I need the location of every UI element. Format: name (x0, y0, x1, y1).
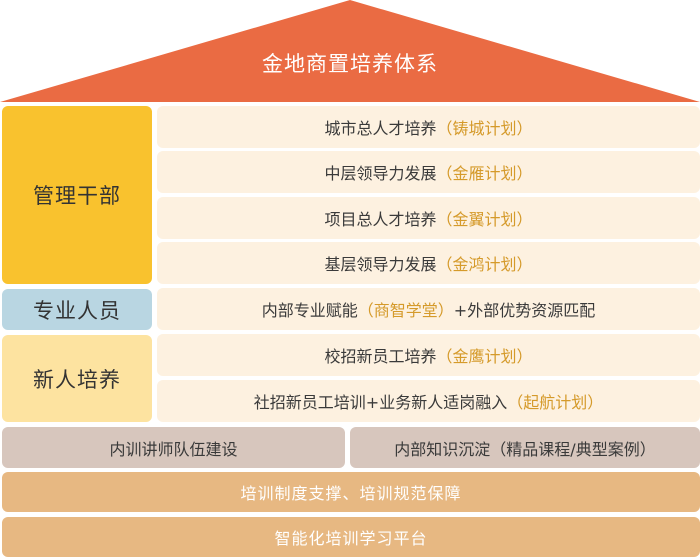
program-highlight: （金鸿计划） (436, 255, 533, 274)
foundation-system: 培训制度支撑、培训规范保障 (2, 472, 700, 512)
page-title: 金地商置培养体系 (262, 52, 438, 76)
foundation-platform: 智能化培训学习平台 (2, 517, 700, 557)
category-newcomer: 新人培养 (2, 335, 152, 422)
program-text: 城市总人才培养 (324, 119, 437, 138)
program-row: 内部专业赋能（商智学堂）+外部优势资源匹配 (157, 288, 700, 330)
program-text: 社招新员工培训+业务新人适岗融入 (253, 393, 508, 412)
program-row: 项目总人才培养（金翼计划） (157, 197, 700, 239)
program-row: 基层领导力发展（金鸿计划） (157, 242, 700, 284)
support-knowledge-base: 内部知识沉淀（精品课程/典型案例） (350, 427, 700, 468)
program-row: 中层领导力发展（金雁计划） (157, 151, 700, 193)
program-text: 中层领导力发展 (324, 164, 437, 183)
program-highlight: （金鹰计划） (436, 347, 533, 366)
program-highlight: （商智学堂） (357, 301, 454, 320)
program-highlight: （金翼计划） (436, 210, 533, 229)
program-row: 校招新员工培养（金鹰计划） (157, 334, 700, 376)
program-text: 项目总人才培养 (324, 210, 437, 229)
roof-shape (0, 0, 700, 102)
program-row: 城市总人才培养（铸城计划） (157, 106, 700, 148)
program-text: 内部专业赋能 (261, 301, 358, 320)
category-management: 管理干部 (2, 106, 152, 284)
roof (0, 0, 700, 102)
program-text: 基层领导力发展 (324, 255, 437, 274)
program-highlight: （起航计划） (507, 393, 604, 412)
support-lecturer-team: 内训讲师队伍建设 (2, 427, 345, 468)
program-highlight: （铸城计划） (436, 119, 533, 138)
category-professional: 专业人员 (2, 289, 152, 330)
program-highlight: （金雁计划） (436, 164, 533, 183)
program-text: 校招新员工培养 (324, 347, 437, 366)
program-suffix: +外部优势资源匹配 (453, 301, 596, 320)
program-row: 社招新员工培训+业务新人适岗融入（起航计划） (157, 380, 700, 422)
